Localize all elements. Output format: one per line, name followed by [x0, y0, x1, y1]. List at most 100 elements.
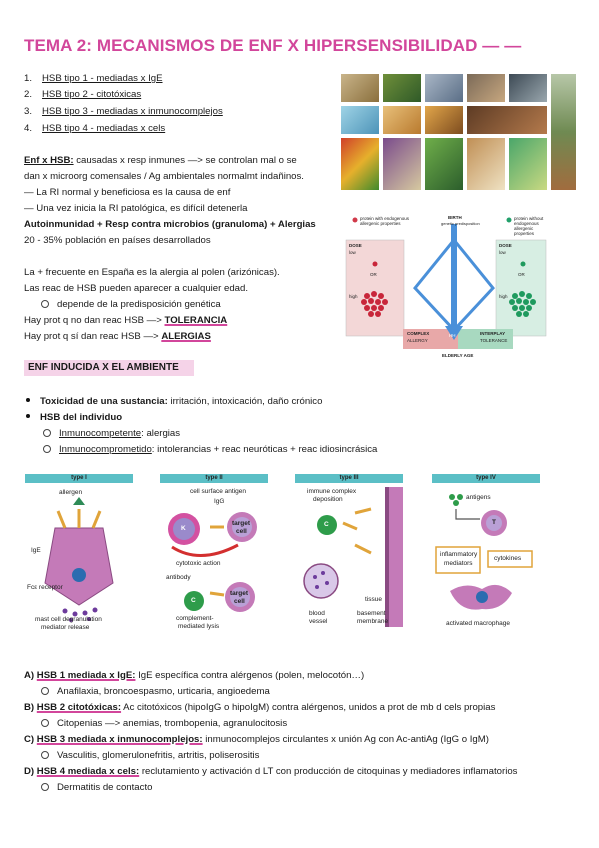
allergy-label: ALLERGY [407, 338, 428, 343]
allergen-photo-collage [341, 74, 576, 194]
type4-illustration [435, 494, 533, 610]
c-label: C [324, 521, 329, 528]
bullet-icon [26, 414, 30, 418]
intro-line: 20 - 35% población en países desarrollad… [24, 235, 211, 246]
hsb-type-c: C) HSB 3 mediada x inmunocomplejos: inmu… [24, 734, 489, 745]
intro-line: Las reac de HSB pueden aparecer a cualqu… [24, 283, 249, 294]
hh-label: HH [449, 333, 456, 338]
intro-line: La + frecuente en España es la alergia a… [24, 267, 280, 278]
bullet-item: Toxicidad de una sustancia: irritación, … [26, 396, 322, 408]
birth-label: BIRTH [448, 215, 462, 220]
intro-line: — La RI normal y beneficiosa es la causa… [24, 187, 231, 198]
vessel-label: vessel [309, 618, 328, 625]
membrane-label: membrane [357, 618, 389, 625]
blood-label: blood [309, 610, 325, 617]
intro-line: — Una vez inicia la RI patológica, es di… [24, 203, 248, 214]
immune-label: immune complex [307, 488, 357, 495]
panel-header: type IV [432, 474, 540, 483]
low-label: low [499, 250, 506, 255]
lysis-label: mediated lysis [178, 623, 220, 630]
photo [383, 106, 421, 134]
genetic-label: genetic predisposition [441, 221, 480, 226]
dose-label: DOSE [499, 243, 512, 248]
panel-header: type I [25, 474, 133, 483]
type1-illustration [44, 497, 114, 622]
antibody-label: antibody [166, 574, 191, 581]
hsb-type-b-sub: Citopenias —> anemias, trombopenia, agra… [41, 718, 287, 730]
panel-type-2: type II cell surface antigen IgG K targe… [160, 474, 268, 634]
panel-type-3: type III immune complex deposition C tis… [295, 474, 403, 634]
section-heading: ENF INDUCIDA X EL AMBIENTE [28, 362, 179, 373]
or-label: OR [518, 272, 525, 277]
tissue-label: tissue [365, 596, 382, 603]
photo [341, 106, 379, 134]
photo [341, 74, 379, 102]
intro-line: Enf x HSB: causadas x resp inmunes —> se… [24, 155, 297, 166]
photo [509, 74, 547, 102]
allergen-label: allergen [59, 489, 83, 496]
target-label: target [230, 590, 249, 597]
ige-label: IgE [31, 547, 41, 554]
hollow-bullet-icon [41, 687, 49, 695]
bullet-item: HSB del individuo [26, 412, 122, 424]
bullet-icon [26, 398, 30, 402]
intro-line: Autoinmunidad + Resp contra microbios (g… [24, 219, 316, 230]
sub-item: Inmunocomprometido: intolerancias + reac… [43, 444, 377, 456]
high-label: high [349, 294, 358, 299]
cytokines-label: cytokines [494, 555, 522, 562]
macrophage-label: activated macrophage [446, 620, 510, 627]
panel-header: type II [160, 474, 268, 483]
list-item: 4.HSB tipo 4 - mediadas x cels [24, 123, 166, 134]
legend-left: protein with endogenous allergenic prope… [360, 216, 410, 226]
basement-label: basement [357, 610, 386, 617]
t-label: T [492, 519, 496, 526]
photo [425, 74, 463, 102]
list-item: 1.HSB tipo 1 - mediadas x IgE [24, 73, 163, 84]
high-label: high [499, 294, 508, 299]
hsb-type-d-sub: Dermatitis de contacto [41, 782, 152, 794]
allergy-line: Hay prot q sí dan reac HSB —> ALERGIAS [24, 331, 211, 342]
hollow-bullet-icon [41, 751, 49, 759]
section-highlight [24, 360, 194, 376]
complex-label: COMPLEX [407, 331, 430, 336]
igg-label: IgG [214, 498, 225, 505]
photo [383, 138, 421, 190]
interplay-label: INTERPLAY [480, 331, 506, 336]
hsb-type-a: A) HSB 1 mediada x IgE: IgE específica c… [24, 670, 365, 681]
intro-line: dan x microorg comensales / Ag ambiental… [24, 171, 304, 182]
dose-label: DOSE [349, 243, 362, 248]
tolerance-line: Hay prot q no dan reac HSB —> TOLERANCIA [24, 315, 228, 326]
hollow-bullet-icon [41, 719, 49, 727]
legend-right: protein without endogenous allergenic pr… [514, 216, 544, 236]
tolerance-label: TOLERANCE [480, 338, 508, 343]
cell-label: cell [236, 528, 247, 535]
photo [467, 138, 505, 190]
hsb-type-a-sub: Anafilaxia, broncoespasmo, urticaria, an… [41, 686, 270, 698]
photo [341, 138, 379, 190]
photo [551, 74, 576, 190]
hsb-type-d: D) HSB 4 mediada x cels: reclutamiento y… [24, 766, 518, 777]
c-label: C [191, 597, 196, 604]
low-label: low [349, 250, 356, 255]
hollow-bullet-icon [41, 783, 49, 791]
panel-header: type III [295, 474, 403, 483]
photo [467, 74, 505, 102]
antigens-label: antigens [466, 494, 491, 501]
allergy-tolerance-diagram: protein with endogenous allergenic prope… [345, 212, 547, 362]
fce-label: Fcε receptor [27, 584, 63, 591]
list-item: 2.HSB tipo 2 - citotóxicas [24, 89, 142, 100]
photo [467, 106, 547, 134]
hsb-type-b: B) HSB 2 citotóxicas: Ac citotóxicos (hi… [24, 702, 496, 713]
mast-label: mast cell degranulation [35, 616, 102, 623]
hollow-bullet-icon [43, 445, 51, 453]
or-label: OR [370, 272, 377, 277]
k-label: K [181, 525, 186, 532]
hsb-type-c-sub: Vasculitis, glomerulonefritis, artritis,… [41, 750, 259, 762]
type3-illustration [303, 487, 403, 627]
panel-type-1: type I allergen IgE Fcε receptor mast ce… [25, 474, 133, 634]
inflammatory-label: inflammatory [440, 551, 478, 558]
mediator-label: mediator release [41, 624, 90, 631]
deposition-label: deposition [313, 496, 343, 503]
mediators-label: mediators [444, 560, 473, 567]
elderly-label: ELDERLY AGE [442, 353, 474, 358]
